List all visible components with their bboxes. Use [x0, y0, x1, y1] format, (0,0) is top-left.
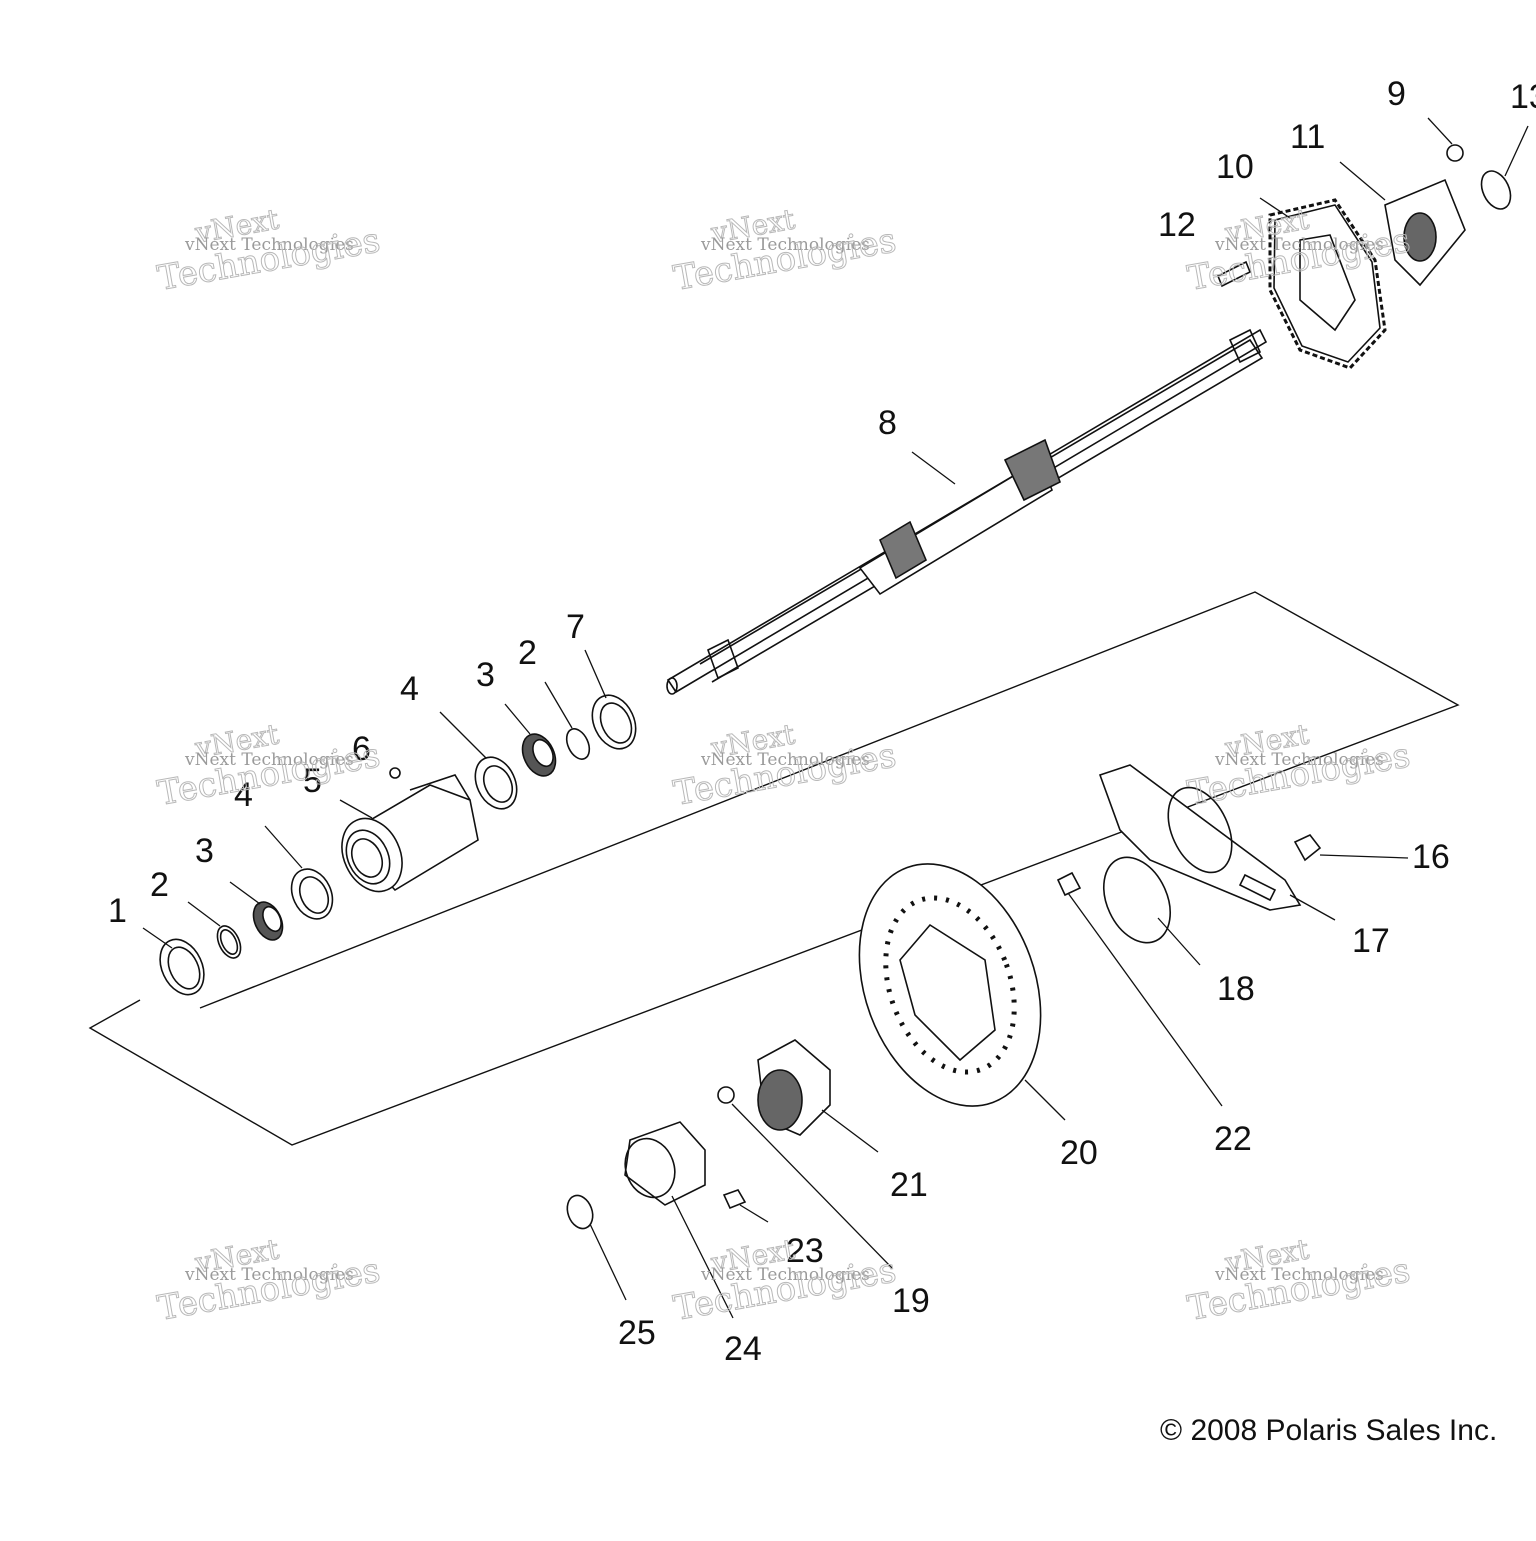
- svg-text:vNext Technologies: vNext Technologies: [184, 235, 354, 255]
- sprocket-hub: [1384, 178, 1466, 287]
- callout: 1: [108, 892, 127, 930]
- callout: 19: [892, 1282, 930, 1320]
- stud: [1216, 260, 1252, 288]
- bolt-22: [1056, 871, 1082, 897]
- callout: 25: [618, 1314, 656, 1352]
- nut-19: [717, 1086, 735, 1104]
- watermark: vNext vNext Technologies Technologies: [670, 202, 900, 299]
- watermark: vNext vNext Technologies Technologies: [1184, 1232, 1414, 1329]
- callout: 23: [786, 1232, 824, 1270]
- bolt-23: [722, 1189, 747, 1210]
- callout: 5: [303, 762, 322, 800]
- svg-text:vNext Technologies: vNext Technologies: [700, 235, 870, 255]
- snap-ring-13: [1480, 170, 1512, 210]
- watermark: vNext vNext Technologies Technologies: [670, 1232, 900, 1329]
- grease-fitting: [389, 767, 401, 779]
- brake-hub: [757, 1039, 831, 1136]
- callout-labels: 1 2 3 4 5 6 4 3 2 7 8 9 10 11 12 13 16 1…: [108, 75, 1536, 1368]
- watermark: vNext vNext Technologies Technologies: [670, 717, 900, 814]
- callout: 13: [1510, 78, 1536, 116]
- axle-shaft: [666, 328, 1268, 695]
- callout: 7: [566, 608, 585, 646]
- callout: 12: [1158, 206, 1196, 244]
- callout: 10: [1216, 148, 1254, 186]
- seal-2: [216, 925, 242, 959]
- callout: 3: [195, 832, 214, 870]
- callout: 24: [724, 1330, 762, 1368]
- svg-text:vNext Technologies: vNext Technologies: [184, 750, 354, 770]
- svg-text:vNext Technologies: vNext Technologies: [1214, 750, 1384, 770]
- callout: 20: [1060, 1134, 1098, 1172]
- svg-text:vNext Technologies: vNext Technologies: [700, 750, 870, 770]
- seal-2b: [565, 728, 591, 760]
- svg-text:vNext Technologies: vNext Technologies: [1214, 235, 1384, 255]
- snap-ring-25: [566, 1194, 594, 1230]
- nut-16: [1293, 834, 1322, 862]
- bearing-carrier: [341, 774, 479, 893]
- bearing-race-4b: [474, 756, 518, 810]
- callout: 18: [1217, 970, 1255, 1008]
- watermark: vNext vNext Technologies Technologies: [154, 717, 384, 814]
- caliper-bracket: [1098, 764, 1302, 911]
- bearing-race-4: [290, 868, 334, 920]
- callout: 21: [890, 1166, 928, 1204]
- svg-text:vNext Technologies: vNext Technologies: [1214, 1265, 1384, 1285]
- hub-cover: [624, 1121, 706, 1206]
- bearing-race-1: [159, 938, 205, 996]
- callout: 4: [234, 776, 253, 814]
- sprocket: [1268, 198, 1387, 370]
- callout: 2: [518, 634, 537, 672]
- bearing-3: [252, 901, 284, 941]
- bearing-3b: [521, 733, 557, 777]
- callout: 11: [1290, 118, 1325, 156]
- callout: 17: [1352, 922, 1390, 960]
- copyright-notice: © 2008 Polaris Sales Inc.: [1160, 1414, 1498, 1447]
- watermark: vNext vNext Technologies Technologies: [1184, 717, 1414, 814]
- callout: 22: [1214, 1120, 1252, 1158]
- callout: 16: [1412, 838, 1450, 876]
- callout: 4: [400, 670, 419, 708]
- svg-text:vNext Technologies: vNext Technologies: [700, 1265, 870, 1285]
- brake-disc: [858, 863, 1042, 1107]
- snap-ring-18: [1103, 856, 1171, 944]
- watermark: vNext vNext Technologies Technologies: [154, 202, 384, 299]
- nut-9: [1446, 144, 1464, 162]
- callout: 8: [878, 404, 897, 442]
- callout: 6: [352, 730, 371, 768]
- callout: 9: [1387, 75, 1406, 113]
- svg-text:vNext Technologies: vNext Technologies: [184, 1265, 354, 1285]
- leader-lines: [142, 117, 1529, 1319]
- callout: 2: [150, 866, 169, 904]
- bearing-race-7: [591, 694, 637, 750]
- callout: 3: [476, 656, 495, 694]
- watermark: vNext vNext Technologies Technologies: [154, 1232, 384, 1329]
